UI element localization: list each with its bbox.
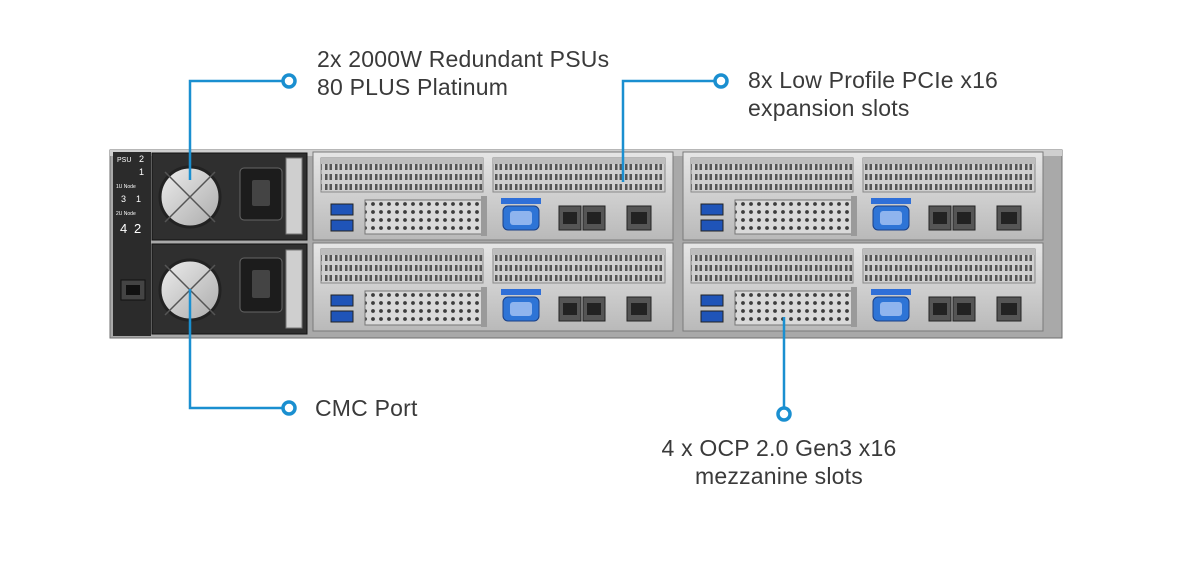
cmc-callout-line xyxy=(188,289,284,410)
node-sled-top-right xyxy=(682,151,1044,241)
cmc-callout: CMC Port xyxy=(315,394,418,422)
psu-number-top: 2 xyxy=(139,154,144,164)
power-supply-top xyxy=(151,152,308,241)
psu-callout-dot xyxy=(281,73,297,89)
node-sled-bottom-left xyxy=(312,242,674,332)
pcie-callout: 8x Low Profile PCIe x16 expansion slots xyxy=(748,66,998,122)
power-supply-bottom xyxy=(151,243,308,335)
node-number-2: 2 xyxy=(134,221,141,236)
ocp-callout: 4 x OCP 2.0 Gen3 x16 mezzanine slots xyxy=(660,434,898,490)
pcie-callout-line2: expansion slots xyxy=(748,95,910,121)
cmc-callout-line1: CMC Port xyxy=(315,395,418,421)
psu-callout-line1: 2x 2000W Redundant PSUs xyxy=(317,46,610,72)
node-number-3: 3 xyxy=(121,194,126,204)
pcie-callout-line1: 8x Low Profile PCIe x16 xyxy=(748,67,999,93)
node-sled-top-left xyxy=(312,151,674,241)
ocp-callout-line2: mezzanine slots xyxy=(695,463,863,489)
node-label-bottom: 2U Node xyxy=(116,211,136,217)
psu-label: PSU xyxy=(117,157,131,164)
node-label-top: 1U Node xyxy=(116,184,136,190)
ocp-callout-line1: 4 x OCP 2.0 Gen3 x16 xyxy=(661,435,897,461)
ocp-callout-dot xyxy=(776,406,792,422)
psu-callout-line2: 80 PLUS Platinum xyxy=(317,74,509,100)
cmc-callout-dot xyxy=(281,400,297,416)
node-sled-bottom-right xyxy=(682,242,1044,332)
pcie-callout-line xyxy=(621,79,716,182)
psu-callout: 2x 2000W Redundant PSUs 80 PLUS Platinum xyxy=(317,45,609,101)
psu-callout-line xyxy=(188,79,284,180)
psu-number-bottom: 1 xyxy=(139,167,144,177)
psu-label-panel xyxy=(113,152,151,336)
node-number-1: 1 xyxy=(136,194,141,204)
pcie-callout-dot xyxy=(713,73,729,89)
node-number-4: 4 xyxy=(120,221,127,236)
